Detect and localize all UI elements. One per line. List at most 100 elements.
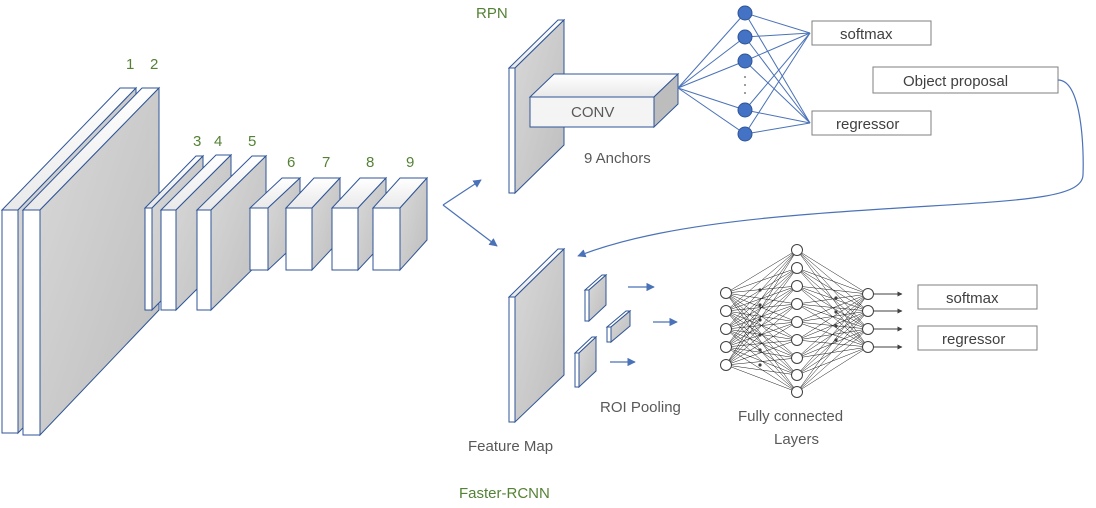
fc-node [791,334,803,346]
fc-node [791,352,803,364]
feature-map-label: Feature Map [468,438,553,455]
object-proposal-box: Object proposal [872,66,1059,94]
fc-edge [725,339,798,366]
fc-edge [725,364,798,393]
fc-hidden-dot [758,348,762,352]
fc-node [862,341,874,353]
fc-edge [796,310,869,393]
fc-node [791,316,803,328]
conv-block [528,72,680,129]
fc-edge [796,328,869,393]
fc-node [791,298,803,310]
fc-edge [725,249,798,366]
fc-node [791,386,803,398]
fc-node [791,262,803,274]
layer-number-7: 7 [322,154,330,171]
fc-edge [796,249,869,295]
conv-label: CONV [571,104,614,121]
rpn-softmax-box: softmax [811,20,932,46]
fc-hidden-dot [758,318,762,322]
fc-node [791,369,803,381]
cnn-layer-2 [21,86,161,437]
roi-patch-3 [573,335,598,389]
rpn-nodes [737,5,753,142]
fc-edge [796,303,869,312]
fc-hidden-dot [758,333,762,337]
fc-hidden-dot [834,338,838,342]
fc-edge [725,364,798,376]
fc-node [791,280,803,292]
cnn-backbone [0,86,429,437]
fc-label-line2: Layers [774,431,819,448]
roi-pooling-label: ROI Pooling [600,399,681,416]
layer-number-2: 2 [150,56,158,73]
layer-number-8: 8 [366,154,374,171]
fc-edge [796,293,869,305]
fc-edge [725,285,798,366]
fc-edge [796,293,869,359]
rpn-connections [677,12,811,135]
fc-edge [796,285,869,312]
roi-pooled-patches [573,273,632,389]
cnn-layer-9 [371,176,429,272]
rpn-node [737,5,753,21]
fc-hidden-dot [834,296,838,300]
arrow-to-rpn [442,179,482,206]
fc-edge [725,292,798,393]
fc-edge [796,293,869,323]
fc-output-arrows [874,291,903,350]
anchors-label: 9 Anchors [584,150,651,167]
layer-number-5: 5 [248,133,256,150]
roi-patch-2 [605,309,632,344]
fc-edge [725,249,798,312]
fc-node [720,323,732,335]
rpn-node [737,102,753,118]
fc-node [720,287,732,299]
fc-hidden-dot [834,310,838,314]
rpn-node [737,53,753,69]
fc-node [720,305,732,317]
fc-edge [796,328,869,376]
fc-edge [796,293,869,341]
layer-number-4: 4 [214,133,222,150]
fc-edge [725,328,798,393]
fc-edge [796,285,869,295]
object-proposal-label: Object proposal [903,73,1008,90]
fc-edge [796,346,869,376]
fc-edge [796,328,869,359]
footer-label: Faster-RCNN [459,485,550,502]
fc-edge [796,267,869,295]
rpn-regressor-box: regressor [811,110,932,136]
fc-hidden-dot [758,363,762,367]
fc-regressor-box: regressor [917,325,1038,351]
rpn-title: RPN [476,5,508,22]
layer-number-3: 3 [193,133,201,150]
rpn-softmax-label: softmax [840,26,893,43]
fc-regressor-label: regressor [942,331,1005,348]
fc-node [791,244,803,256]
rpn-node [737,126,753,142]
rpn-ellipsis [744,76,746,94]
fc-edge [796,249,869,312]
fc-edge [725,267,798,366]
fc-edge [725,249,798,348]
fc-label-line1: Fully connected [738,408,843,425]
layer-number-9: 9 [406,154,414,171]
fc-edge [796,310,869,323]
fc-hidden-dot [834,324,838,328]
fc-nodes [720,244,874,398]
fc-node [862,323,874,335]
rpn-regressor-label: regressor [836,116,899,133]
fc-softmax-box: softmax [917,284,1038,310]
layer-number-6: 6 [287,154,295,171]
fc-softmax-label: softmax [946,290,999,307]
fc-edge [796,310,869,341]
fc-hidden-dot [758,303,762,307]
fc-edge [796,346,869,359]
rpn-node [737,29,753,45]
fc-edge [725,357,798,366]
fc-edge [796,267,869,312]
layer-number-labels: 1 2 3 4 5 6 7 8 9 [126,56,414,171]
fc-node [720,359,732,371]
